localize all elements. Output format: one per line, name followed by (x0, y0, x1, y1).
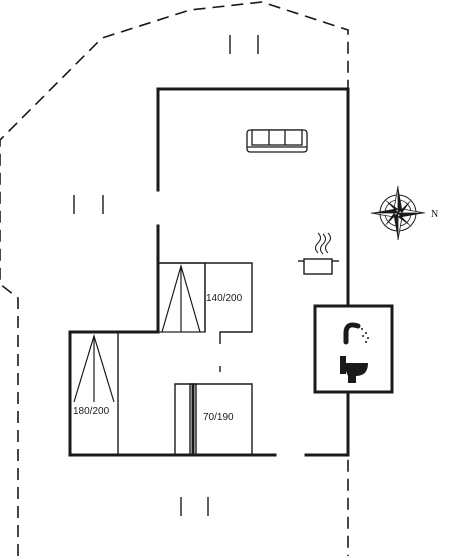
terrace-marker-bottom (180, 497, 209, 516)
bed-size-bedroom-3: 70/190 (203, 412, 234, 423)
compass-rose-icon (370, 185, 426, 241)
shower-icon (343, 322, 369, 345)
bed-size-bedroom-1: 140/200 (206, 293, 243, 304)
bed-bedroom-2 (73, 333, 115, 403)
cooking-pot-icon (298, 232, 339, 275)
toilet-icon (340, 356, 368, 383)
terrace-outline (0, 1, 349, 556)
interior-walls (117, 262, 253, 455)
sofa-icon (246, 129, 308, 153)
terrace-marker-top (229, 35, 259, 54)
bed-bedroom-1 (157, 262, 206, 333)
wardrobe (189, 383, 197, 456)
compass-north-label: N (431, 209, 438, 220)
bed-size-bedroom-2: 180/200 (73, 406, 110, 417)
terrace-marker-left (73, 195, 104, 214)
